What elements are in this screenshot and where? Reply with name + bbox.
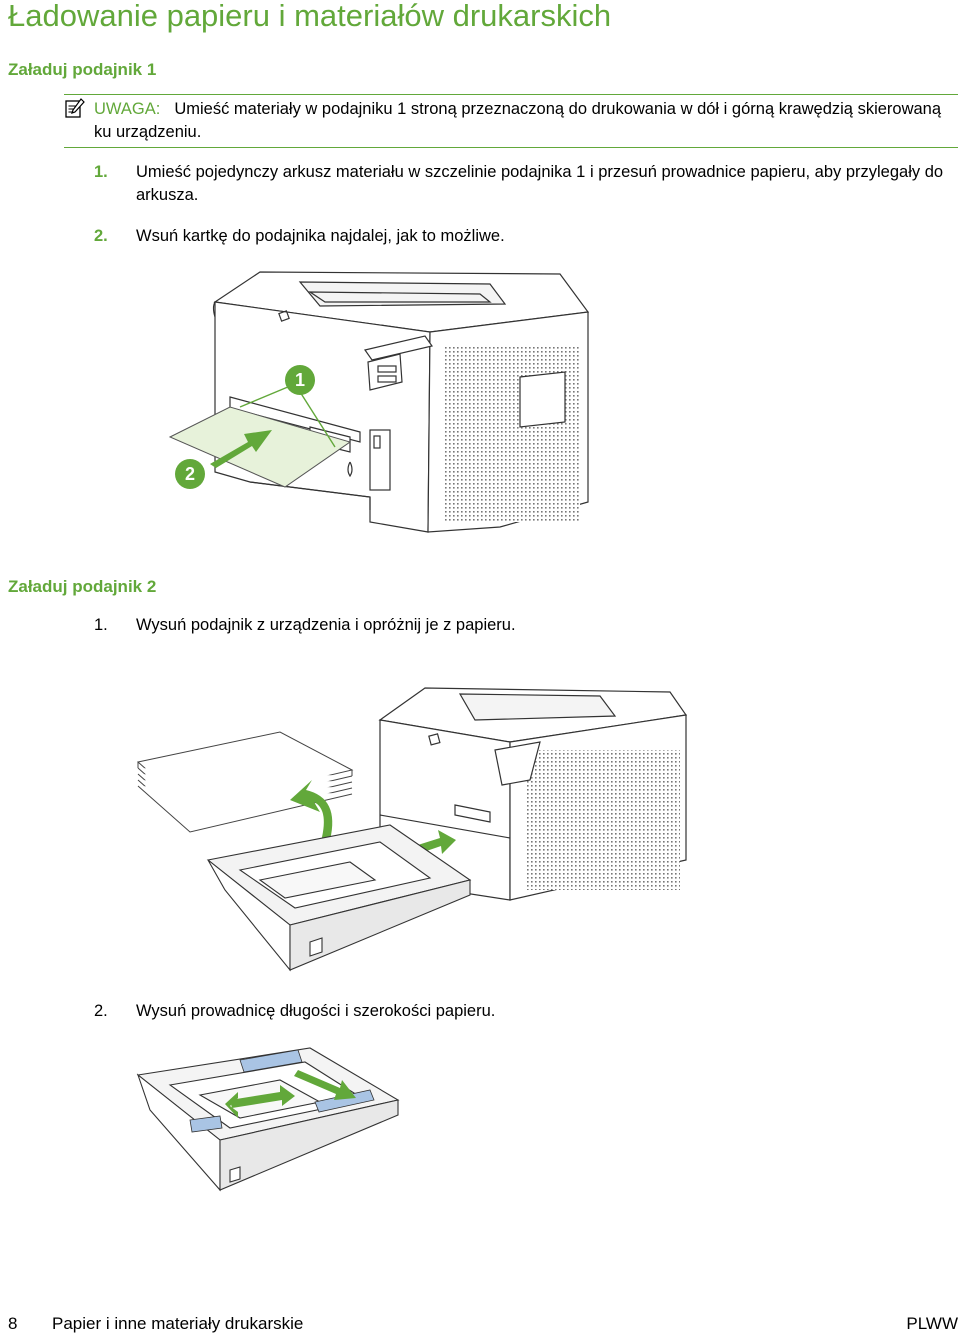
tray-illustration (206, 824, 472, 972)
footer-locale: PLWW (906, 1314, 958, 1333)
step-text: Wysuń podajnik z urządzenia i opróżnij j… (136, 616, 516, 634)
tray2-step-2: 2. Wysuń prowadnicę długości i szerokośc… (94, 1000, 960, 1023)
callout-2: 2 (185, 464, 195, 484)
arrow-icon (290, 780, 333, 845)
note-body: Umieść materiały w podajniku 1 stroną pr… (94, 100, 942, 141)
step-number: 1. (94, 163, 108, 181)
page-title: Ładowanie papieru i materiałów drukarski… (8, 0, 612, 33)
step-number: 1. (94, 616, 108, 634)
note-icon (64, 98, 86, 125)
arrow-icon (225, 1092, 238, 1118)
footer-section: Papier i inne materiały drukarskie (52, 1314, 304, 1333)
note-box: UWAGA:Umieść materiały w podajniku 1 str… (64, 94, 958, 148)
paper-stack-illustration (136, 731, 354, 833)
step-number: 2. (94, 227, 108, 245)
section-heading-tray1: Załaduj podajnik 1 (8, 60, 157, 79)
tray-guides-illustration (136, 1047, 400, 1192)
step-text: Wsuń kartkę do podajnika najdalej, jak t… (136, 227, 505, 245)
page-footer: 8 Papier i inne materiały drukarskie PLW… (0, 1312, 960, 1336)
tray1-step-1: 1. Umieść pojedynczy arkusz materiału w … (94, 161, 960, 207)
printer-illustration: 1 2 (168, 271, 590, 533)
note-text: UWAGA:Umieść materiały w podajniku 1 str… (94, 98, 944, 144)
tray1-step-2: 2. Wsuń kartkę do podajnika najdalej, ja… (94, 225, 960, 248)
step-text: Wysuń prowadnicę długości i szerokości p… (136, 1002, 496, 1020)
tray2-step-1: 1. Wysuń podajnik z urządzenia i opróżni… (94, 614, 960, 637)
page-number: 8 (8, 1314, 18, 1333)
arrow-icon (230, 1085, 295, 1108)
step-text: Umieść pojedynczy arkusz materiału w szc… (136, 163, 944, 204)
callout-1: 1 (295, 370, 305, 390)
note-label: UWAGA: (94, 100, 161, 118)
step-number: 2. (94, 1002, 108, 1020)
section-heading-tray2: Załaduj podajnik 2 (8, 577, 157, 596)
arrow-icon (210, 430, 272, 468)
arrow-icon (294, 1070, 356, 1100)
tray-removal-illustration (136, 687, 688, 972)
